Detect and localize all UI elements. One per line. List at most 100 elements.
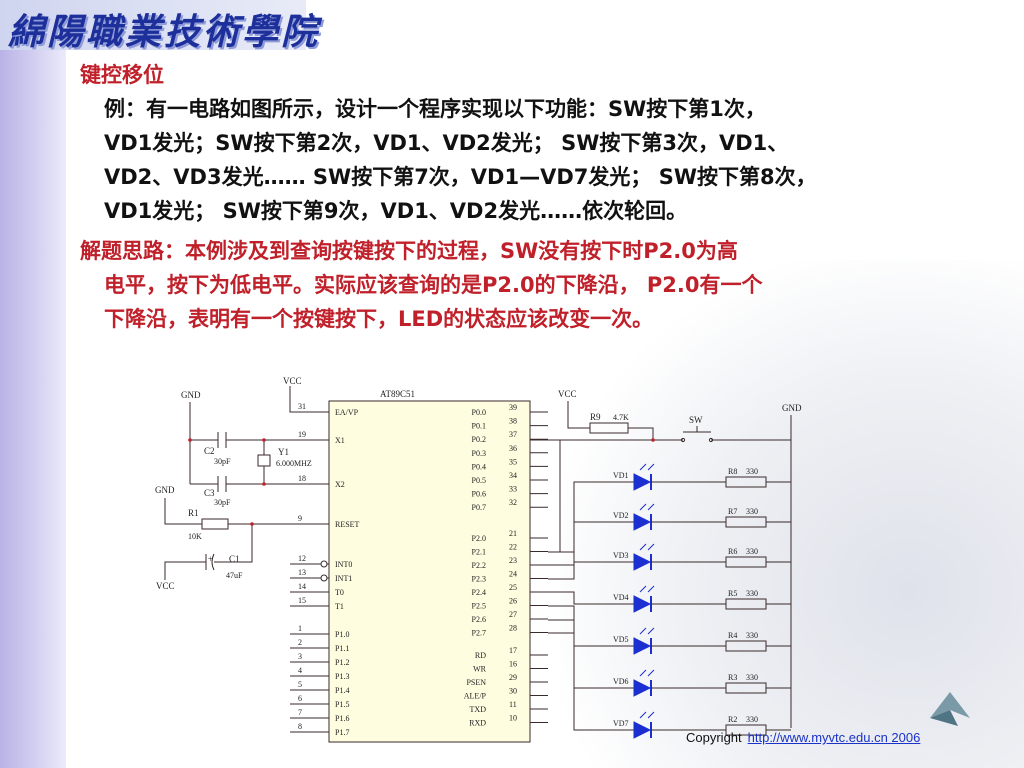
svg-text:P2.1: P2.1 (472, 548, 486, 557)
svg-text:9: 9 (298, 514, 302, 523)
solution-line-3: 下降沿，表明有一个按键按下，LED的状态应该改变一次。 (104, 307, 654, 331)
svg-text:26: 26 (509, 597, 517, 606)
vcc-label-bottom: VCC (156, 581, 175, 591)
svg-text:30pF: 30pF (214, 457, 231, 466)
svg-text:R6: R6 (728, 547, 737, 556)
svg-text:Y1: Y1 (278, 447, 289, 457)
svg-text:1: 1 (298, 624, 302, 633)
svg-text:330: 330 (746, 467, 758, 476)
svg-text:VD2: VD2 (613, 511, 629, 520)
svg-text:15: 15 (298, 596, 306, 605)
svg-text:R8: R8 (728, 467, 737, 476)
svg-text:P1.0: P1.0 (335, 630, 349, 639)
svg-text:27: 27 (509, 610, 517, 619)
oscillator-circuit: C2 30pF C3 30pF Y1 6.000MHZ (188, 386, 329, 507)
solution-line-1: 解题思路：本例涉及到查询按键按下的过程，SW没有按下时P2.0为高 (80, 239, 738, 263)
svg-text:P1.3: P1.3 (335, 672, 349, 681)
gnd-label-2: GND (155, 485, 175, 495)
svg-text:C2: C2 (204, 446, 215, 456)
svg-text:P1.1: P1.1 (335, 644, 349, 653)
svg-text:19: 19 (298, 430, 306, 439)
gnd-label-right: GND (782, 403, 802, 413)
svg-text:P1.7: P1.7 (335, 728, 349, 737)
slide-title: 键控移位 (80, 63, 164, 87)
svg-text:37: 37 (509, 430, 517, 439)
svg-text:38: 38 (509, 417, 517, 426)
svg-text:P1.5: P1.5 (335, 700, 349, 709)
svg-text:14: 14 (298, 582, 306, 591)
svg-text:23: 23 (509, 556, 517, 565)
navigation-arrow-icon[interactable] (928, 688, 972, 728)
svg-text:P2.6: P2.6 (472, 615, 486, 624)
svg-text:ALE/P: ALE/P (464, 692, 487, 701)
svg-text:VD3: VD3 (613, 551, 629, 560)
svg-text:47uF: 47uF (226, 571, 243, 580)
vcc-label-right: VCC (558, 389, 577, 399)
svg-text:4: 4 (298, 666, 302, 675)
svg-text:36: 36 (509, 444, 517, 453)
svg-text:16: 16 (509, 660, 517, 669)
svg-text:P0.3: P0.3 (472, 449, 486, 458)
svg-text:R5: R5 (728, 589, 737, 598)
svg-text:3: 3 (298, 652, 302, 661)
copyright-link[interactable]: http://www.myvtc.edu.cn 2006 (747, 730, 921, 745)
svg-text:VD1: VD1 (613, 471, 629, 480)
svg-text:10: 10 (509, 714, 517, 723)
college-logo: 綿陽職業技術學院 (0, 0, 317, 53)
left-pin-1: 1P1.0 (290, 624, 349, 639)
svg-text:X2: X2 (335, 480, 345, 489)
svg-text:8: 8 (298, 722, 302, 731)
svg-text:35: 35 (509, 457, 517, 466)
college-logo-text: 綿陽職業技術學院 (8, 11, 321, 53)
svg-text:VD7: VD7 (613, 719, 629, 728)
svg-text:7: 7 (298, 708, 302, 717)
svg-text:R4: R4 (728, 631, 737, 640)
svg-text:P2.7: P2.7 (472, 629, 486, 638)
svg-text:X1: X1 (335, 436, 345, 445)
svg-text:SW: SW (689, 415, 703, 425)
svg-text:P1.2: P1.2 (335, 658, 349, 667)
svg-text:RD: RD (475, 651, 486, 660)
svg-text:P1.4: P1.4 (335, 686, 349, 695)
svg-text:P0.7: P0.7 (472, 503, 486, 512)
svg-text:RESET: RESET (335, 520, 360, 529)
svg-text:P2.4: P2.4 (472, 588, 486, 597)
chip-right-pins: 39P0.038P0.137P0.236P0.335P0.434P0.533P0… (464, 403, 548, 728)
svg-text:17: 17 (509, 646, 517, 655)
svg-text:RXD: RXD (469, 719, 486, 728)
svg-text:R1: R1 (188, 508, 199, 518)
svg-text:330: 330 (746, 715, 758, 724)
svg-text:21: 21 (509, 529, 517, 538)
resistor-r9 (589, 422, 629, 434)
left-pin-7: 7P1.6 (290, 708, 349, 723)
svg-text:2: 2 (298, 638, 302, 647)
svg-text:24: 24 (509, 570, 517, 579)
svg-text:R7: R7 (728, 507, 737, 516)
svg-text:31: 31 (298, 402, 306, 411)
left-pin-8: 8P1.7 (290, 722, 349, 737)
svg-text:6.000MHZ: 6.000MHZ (276, 459, 312, 468)
